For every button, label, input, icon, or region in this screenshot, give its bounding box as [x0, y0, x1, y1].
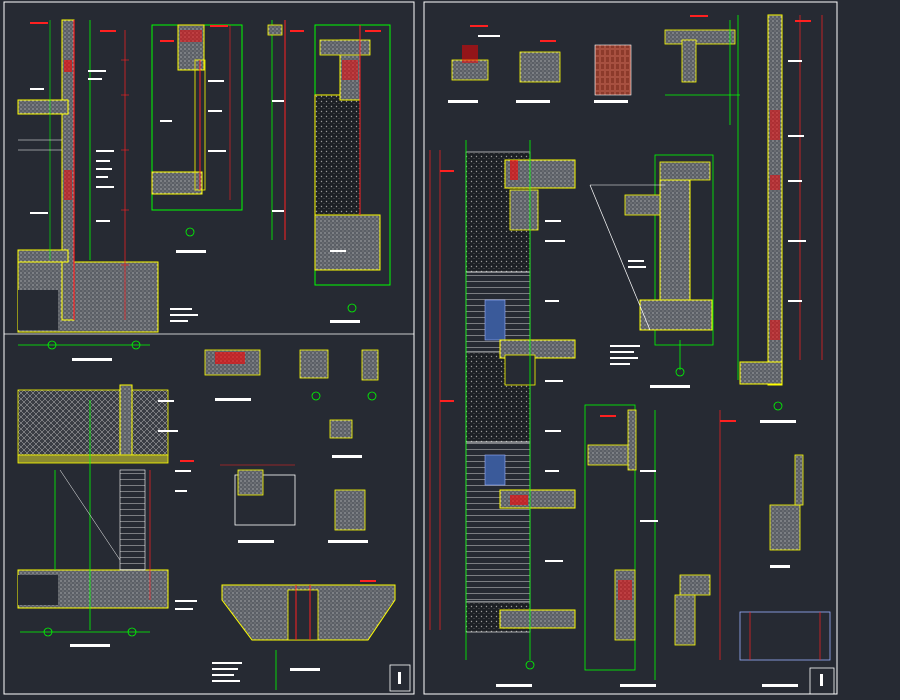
- section-marker-icon: [43, 627, 53, 637]
- left-sheet-border: [3, 1, 415, 695]
- section-marker-icon: [367, 391, 377, 401]
- section-marker-icon: [311, 391, 321, 401]
- detail-top-small-sections: [448, 35, 632, 103]
- detail-sloped-wall: [589, 154, 714, 388]
- detail-wall-section-2: [151, 24, 243, 253]
- section-marker-icon: [675, 367, 685, 377]
- detail-trench: [212, 584, 396, 690]
- title-block-icon: [389, 664, 411, 692]
- detail-small-joints: [204, 349, 379, 458]
- detail-wall-section-3: [267, 20, 286, 240]
- detail-wall-section-5: [17, 384, 197, 647]
- detail-wall-section-lower-middle: [584, 404, 721, 687]
- section-marker-icon: [127, 627, 137, 637]
- detail-small-right: [739, 454, 831, 687]
- right-sheet-border: [423, 1, 838, 695]
- section-marker-icon: [525, 660, 535, 670]
- title-block-icon: [809, 667, 835, 695]
- detail-wall-section-1: [17, 19, 198, 361]
- detail-long-section: [429, 140, 576, 687]
- detail-wall-section-4: [314, 24, 391, 323]
- dimension-annotations: [30, 15, 811, 582]
- detail-wall-section-tall-right: [737, 14, 823, 423]
- section-marker-icon: [347, 303, 357, 313]
- detail-plan-box: [220, 464, 368, 543]
- section-marker-icon: [131, 340, 141, 350]
- section-marker-icon: [185, 227, 195, 237]
- section-marker-icon: [773, 401, 783, 411]
- detail-parapet: [664, 20, 740, 125]
- section-marker-icon: [47, 340, 57, 350]
